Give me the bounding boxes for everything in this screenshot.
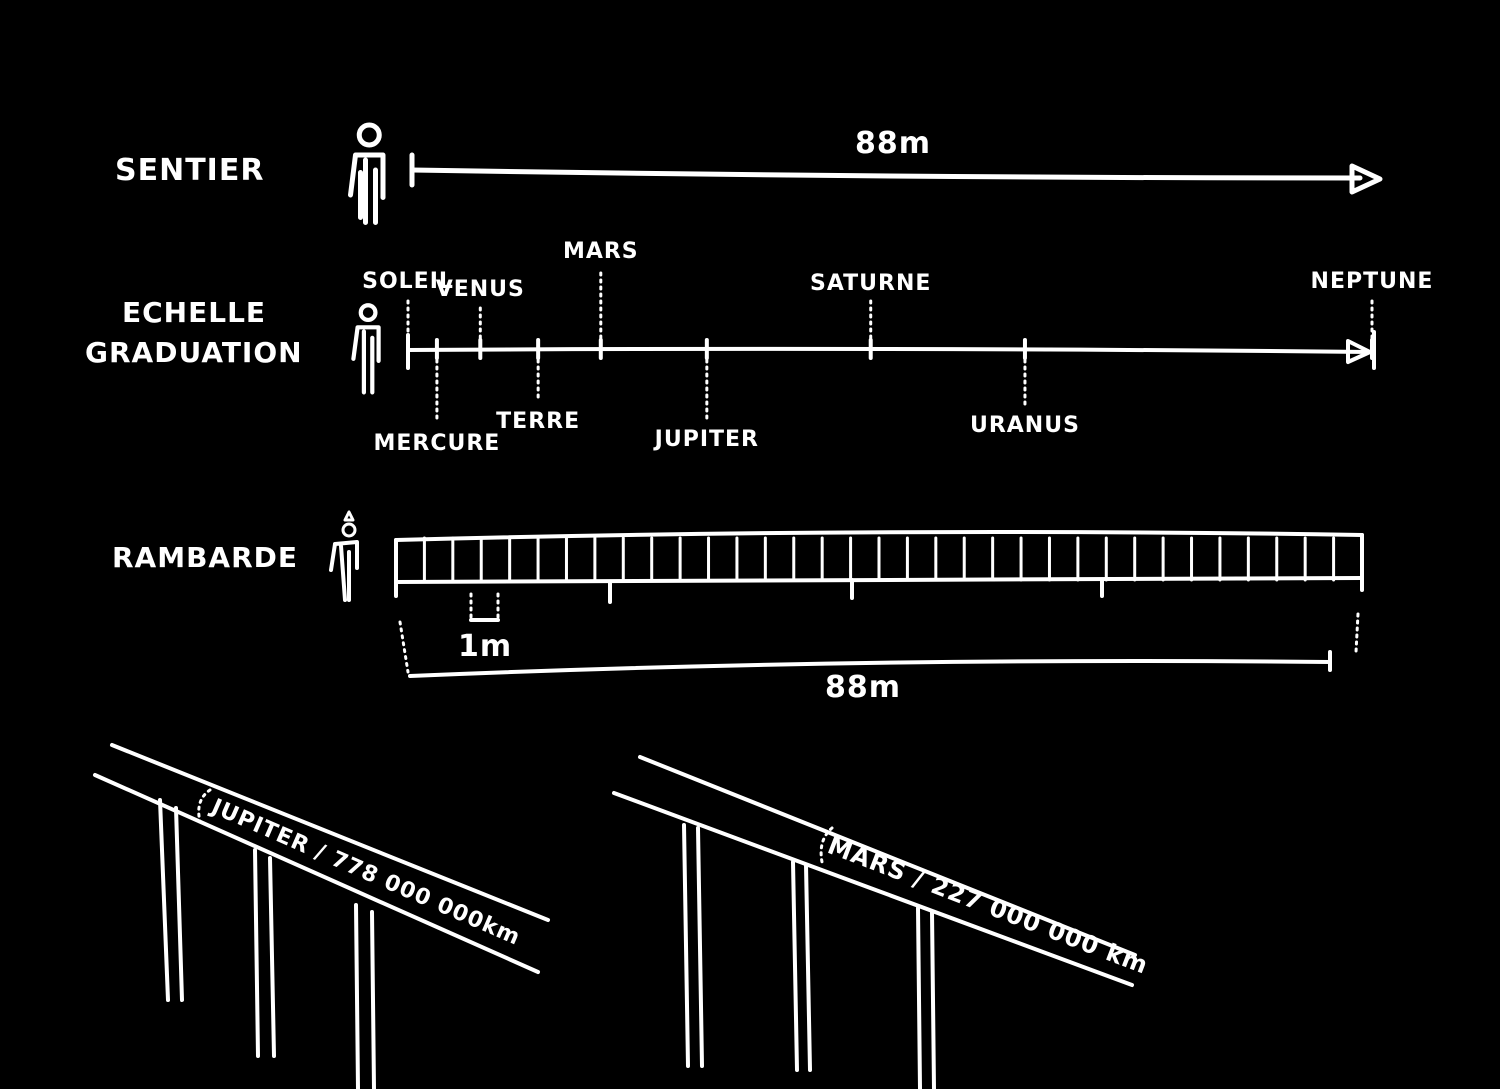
sentier-length-label: 88m <box>855 126 931 161</box>
planet-marker-uranus: URANUS <box>970 338 1080 438</box>
planet-label-neptune: NEPTUNE <box>1311 269 1434 294</box>
person-icon <box>348 122 386 225</box>
handrail-mars <box>612 755 1137 1089</box>
railing-diagram <box>394 529 1364 604</box>
planet-marker-venus: VENUS <box>436 277 525 360</box>
planet-label-mars: MARS <box>563 239 639 264</box>
planet-marker-mercure: MERCURE <box>373 338 500 456</box>
handrail-jupiter <box>93 743 550 1089</box>
rambarde-unit-label: 1m <box>458 629 512 664</box>
planet-label-venus: VENUS <box>436 277 525 302</box>
planet-label-terre: TERRE <box>496 409 580 434</box>
rambarde-length-label: 88m <box>825 670 901 705</box>
planet-marker-soleil: SOLEIL <box>362 269 454 360</box>
person-icon <box>329 510 359 602</box>
planet-markers: SOLEIL MERCURE VENUS TERRE MARS JUPITER SATURN… <box>362 239 1434 456</box>
planet-marker-jupiter: JUPITER <box>653 338 759 452</box>
rambarde-length-dimension <box>398 612 1360 678</box>
planet-label-uranus: URANUS <box>970 413 1080 438</box>
planet-marker-neptune: NEPTUNE <box>1311 269 1434 360</box>
person-icon <box>351 303 381 395</box>
planet-label-saturne: SATURNE <box>810 271 931 296</box>
echelle-label-line1: ECHELLE <box>122 296 266 329</box>
echelle-label-line2: GRADUATION <box>85 336 303 369</box>
planet-label-soleil: SOLEIL <box>362 269 454 294</box>
unit-measure <box>469 592 500 622</box>
planet-label-jupiter: JUPITER <box>653 427 759 452</box>
sentier-label: SENTIER <box>115 153 264 188</box>
planet-marker-terre: TERRE <box>496 338 580 434</box>
planet-label-mercure: MERCURE <box>373 431 500 456</box>
sentier-path-arrow <box>409 152 1383 195</box>
planet-marker-mars: MARS <box>563 239 639 360</box>
rambarde-label: RAMBARDE <box>112 541 298 574</box>
planet-marker-saturne: SATURNE <box>810 271 931 360</box>
